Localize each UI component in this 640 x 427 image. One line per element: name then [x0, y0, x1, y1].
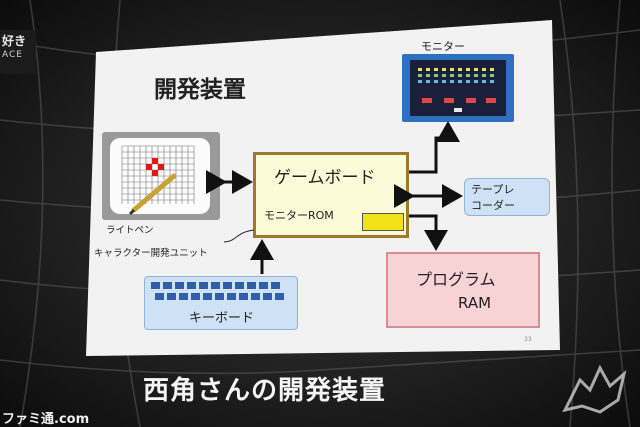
game-screen-icon	[418, 68, 496, 112]
drawing-pad	[110, 138, 210, 214]
keyboard-keys-icon	[151, 282, 284, 300]
program-ram-box: プログラム RAM	[386, 252, 540, 328]
monitor-label: モニター	[421, 40, 465, 53]
program-ram-line2: RAM	[458, 294, 492, 312]
keyboard: キーボード	[144, 276, 298, 330]
corner-logo: 好き ACE	[0, 30, 36, 74]
light-pen-label: ライトペン	[106, 225, 154, 236]
game-board-label: ゲームボード	[274, 168, 376, 188]
keyboard-label: キーボード	[189, 311, 255, 326]
slide-title: 開発装置	[154, 77, 246, 103]
corner-logo-line2: ACE	[2, 50, 23, 60]
arrow-board-ram	[409, 214, 448, 251]
game-board: ゲームボード モニターROM	[253, 152, 409, 238]
corner-logo-line1: 好き	[2, 34, 27, 48]
light-pen-icon	[128, 173, 177, 216]
caption: 西角さんの開発装置	[143, 376, 387, 406]
monitor-rom-label: モニターROM	[264, 209, 334, 222]
tape-recorder-line1: テープレ	[471, 183, 515, 196]
tape-recorder-line2: コーダー	[471, 199, 515, 212]
monitor	[402, 54, 514, 122]
arrow-board-monitor	[409, 121, 460, 174]
connectors	[206, 121, 463, 274]
character-dev-unit	[102, 132, 220, 220]
character-unit-label: キャラクター開発ユニット	[94, 248, 208, 259]
monitor-screen	[410, 60, 506, 116]
rom-chip	[362, 213, 404, 231]
pen-cable	[223, 229, 255, 243]
dragon-logo-icon	[562, 364, 627, 414]
pixel-grid-icon	[121, 145, 195, 204]
watermark: ファミ通.com	[2, 412, 90, 427]
slide: 開発装置 モニター	[86, 20, 560, 356]
slide-page-number: 33	[524, 336, 532, 343]
program-ram-line1: プログラム	[416, 270, 496, 289]
tape-recorder-box: テープレ コーダー	[464, 178, 550, 216]
